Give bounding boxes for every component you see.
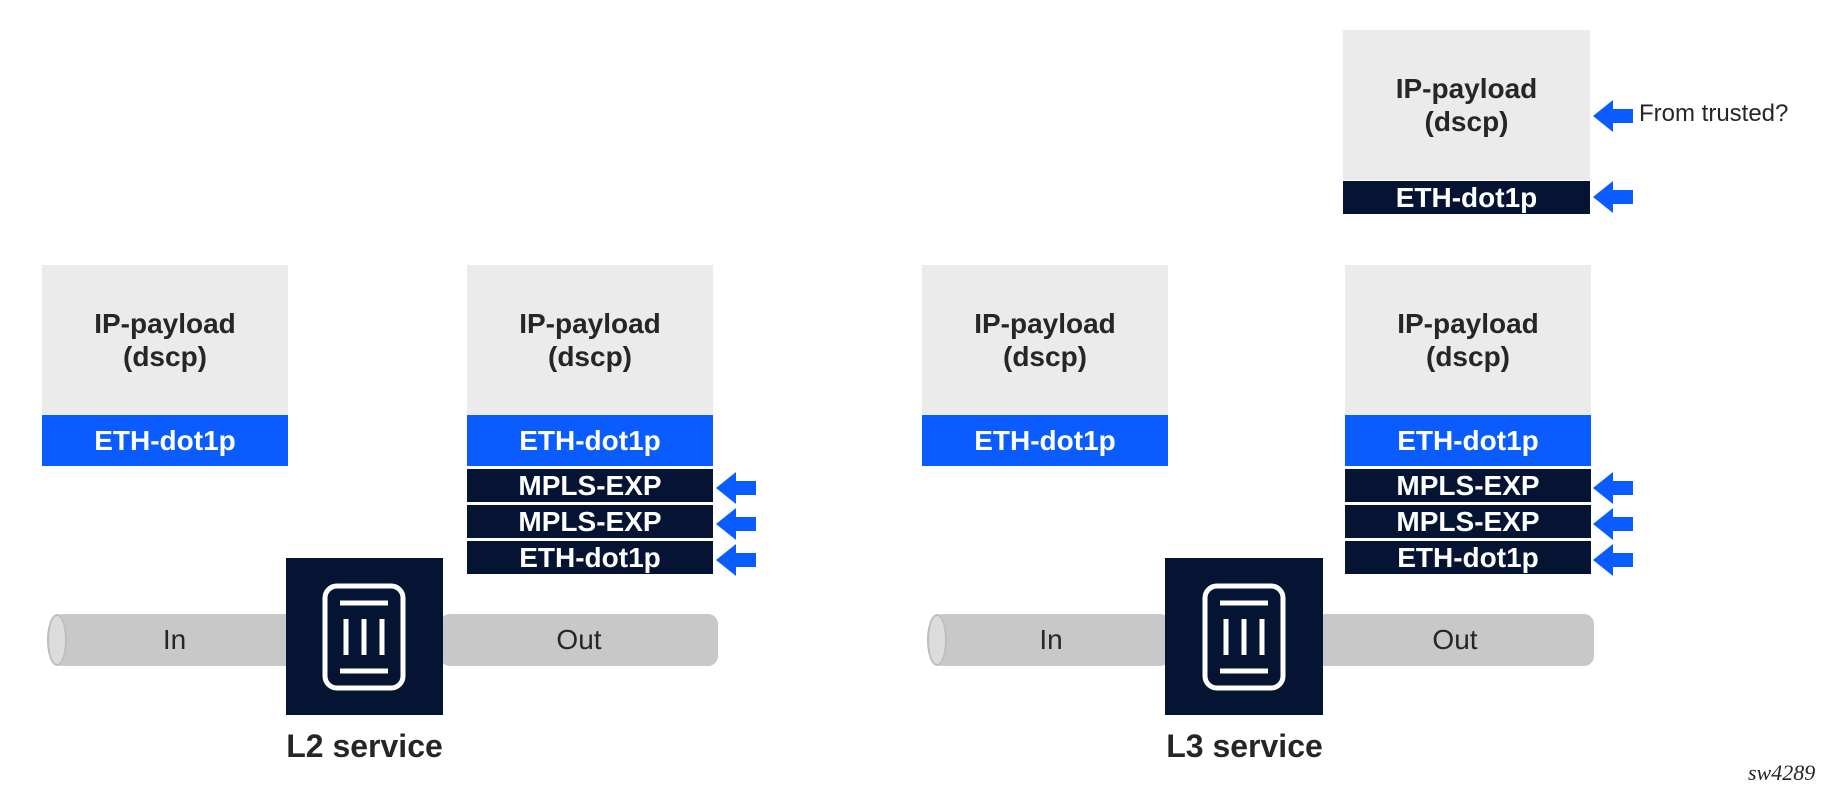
- l3-out-label-3: ETH-dot1p: [1345, 541, 1591, 574]
- left-arrow-icon: [716, 472, 756, 504]
- router-icon: [1202, 583, 1286, 691]
- l2-pipe-out-label: Out: [556, 624, 602, 655]
- left-arrow-icon: [716, 508, 756, 540]
- l3-in-payload-line2: (dscp): [1003, 341, 1087, 372]
- l3-trusted-note: From trusted?: [1639, 100, 1789, 127]
- l2-out-payload-line2: (dscp): [548, 341, 632, 372]
- l3-pipe-in-label: In: [1039, 624, 1063, 655]
- l2-service-label: L2 service: [286, 728, 443, 764]
- left-arrow-icon: [1593, 544, 1633, 576]
- l3-in-eth-header: ETH-dot1p: [922, 415, 1168, 466]
- l3-out-payload-line1: IP-payload: [1397, 308, 1539, 339]
- l3-pipe-end: [927, 614, 947, 666]
- l3-pipe-in: In: [932, 614, 1170, 666]
- l3-in-ip-payload: IP-payload (dscp): [922, 265, 1168, 415]
- l3-top-payload-line2: (dscp): [1424, 106, 1509, 137]
- l2-pipe-out: Out: [440, 614, 718, 666]
- l2-out-ip-payload: IP-payload (dscp): [467, 265, 713, 415]
- l3-out-ip-payload: IP-payload (dscp): [1345, 265, 1591, 415]
- l2-pipe-in: In: [52, 614, 297, 666]
- l3-pipe-out-label: Out: [1432, 624, 1478, 655]
- left-arrow-icon: [1593, 508, 1633, 540]
- left-arrow-icon: [716, 544, 756, 576]
- l3-out-eth-header: ETH-dot1p: [1345, 415, 1591, 466]
- left-arrow-icon: [1593, 100, 1633, 132]
- l2-router: [286, 558, 443, 715]
- left-arrow-icon: [1593, 181, 1633, 213]
- l2-out-eth-header: ETH-dot1p: [467, 415, 713, 466]
- l3-out-payload-line2: (dscp): [1426, 341, 1510, 372]
- l3-pipe-out: Out: [1316, 614, 1594, 666]
- l2-pipe-in-label: In: [162, 624, 187, 655]
- l3-out-label-1: MPLS-EXP: [1345, 469, 1591, 502]
- figure-id: sw4289: [1748, 760, 1816, 785]
- l2-out-label-3: ETH-dot1p: [467, 541, 713, 574]
- l2-out-payload-line1: IP-payload: [519, 308, 661, 339]
- l3-in-payload-line1: IP-payload: [974, 308, 1116, 339]
- l3-router: [1165, 558, 1323, 715]
- l2-in-payload-line1: IP-payload: [94, 308, 236, 339]
- l3-service-label: L3 service: [1166, 728, 1323, 764]
- l2-pipe-end: [47, 614, 67, 666]
- l2-in-eth-header: ETH-dot1p: [42, 415, 288, 466]
- l2-out-label-2: MPLS-EXP: [467, 505, 713, 538]
- l3-top-payload-line1: IP-payload: [1395, 73, 1538, 104]
- l3-top-ip-payload: IP-payload (dscp): [1343, 30, 1590, 180]
- router-icon: [322, 583, 406, 691]
- l3-out-label-2: MPLS-EXP: [1345, 505, 1591, 538]
- l2-in-payload-line2: (dscp): [123, 341, 207, 372]
- l2-in-ip-payload: IP-payload (dscp): [42, 265, 288, 415]
- l3-top-eth-header: ETH-dot1p: [1343, 181, 1590, 214]
- l2-out-label-1: MPLS-EXP: [467, 469, 713, 502]
- left-arrow-icon: [1593, 472, 1633, 504]
